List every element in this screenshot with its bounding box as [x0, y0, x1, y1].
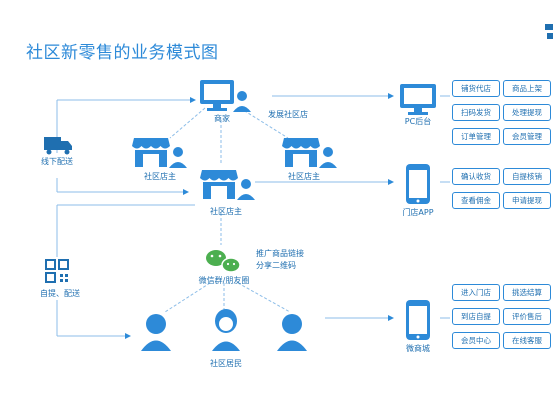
- self-pickup-label: 自提、配送: [40, 289, 80, 298]
- feature-app-4: 申请提现: [503, 192, 551, 209]
- feature-app-1: 确认收货: [452, 168, 500, 185]
- feature-pc-5: 订单管理: [452, 128, 500, 145]
- feature-mall-1: 进入门店: [452, 284, 500, 301]
- feature-mall-4: 评价售后: [503, 308, 551, 325]
- residents-label: 社区居民: [210, 359, 242, 368]
- feature-pc-3: 扫码发货: [452, 104, 500, 121]
- feature-mall-5: 会员中心: [452, 332, 500, 349]
- feature-app-3: 查看佣金: [452, 192, 500, 209]
- wechat-label: 微信群/朋友圈: [198, 276, 250, 285]
- promote-line1: 推广商品链接: [256, 249, 304, 258]
- feature-app-2: 自提核销: [503, 168, 551, 185]
- feature-mall-6: 在线客服: [503, 332, 551, 349]
- owner-left-label: 社区店主: [144, 172, 176, 181]
- feature-mall-3: 到店自提: [452, 308, 500, 325]
- merchant-label: 商家: [214, 114, 230, 123]
- micro-mall-label: 微商城: [406, 344, 430, 353]
- promote-line2: 分享二维码: [256, 261, 296, 270]
- owner-center-label: 社区店主: [210, 207, 242, 216]
- page-title: 社区新零售的业务模式图: [26, 43, 219, 63]
- feature-pc-1: 铺货代店: [452, 80, 500, 97]
- open-store-label: 发展社区店: [268, 110, 308, 119]
- offline-delivery-label: 线下配送: [41, 157, 73, 166]
- owner-right-label: 社区店主: [288, 172, 320, 181]
- feature-pc-4: 处理提现: [503, 104, 551, 121]
- feature-mall-2: 挑选结算: [503, 284, 551, 301]
- feature-pc-6: 会员管理: [503, 128, 551, 145]
- store-app-label: 门店APP: [402, 208, 434, 217]
- pc-backend-label: PC后台: [404, 117, 432, 126]
- feature-pc-2: 商品上架: [503, 80, 551, 97]
